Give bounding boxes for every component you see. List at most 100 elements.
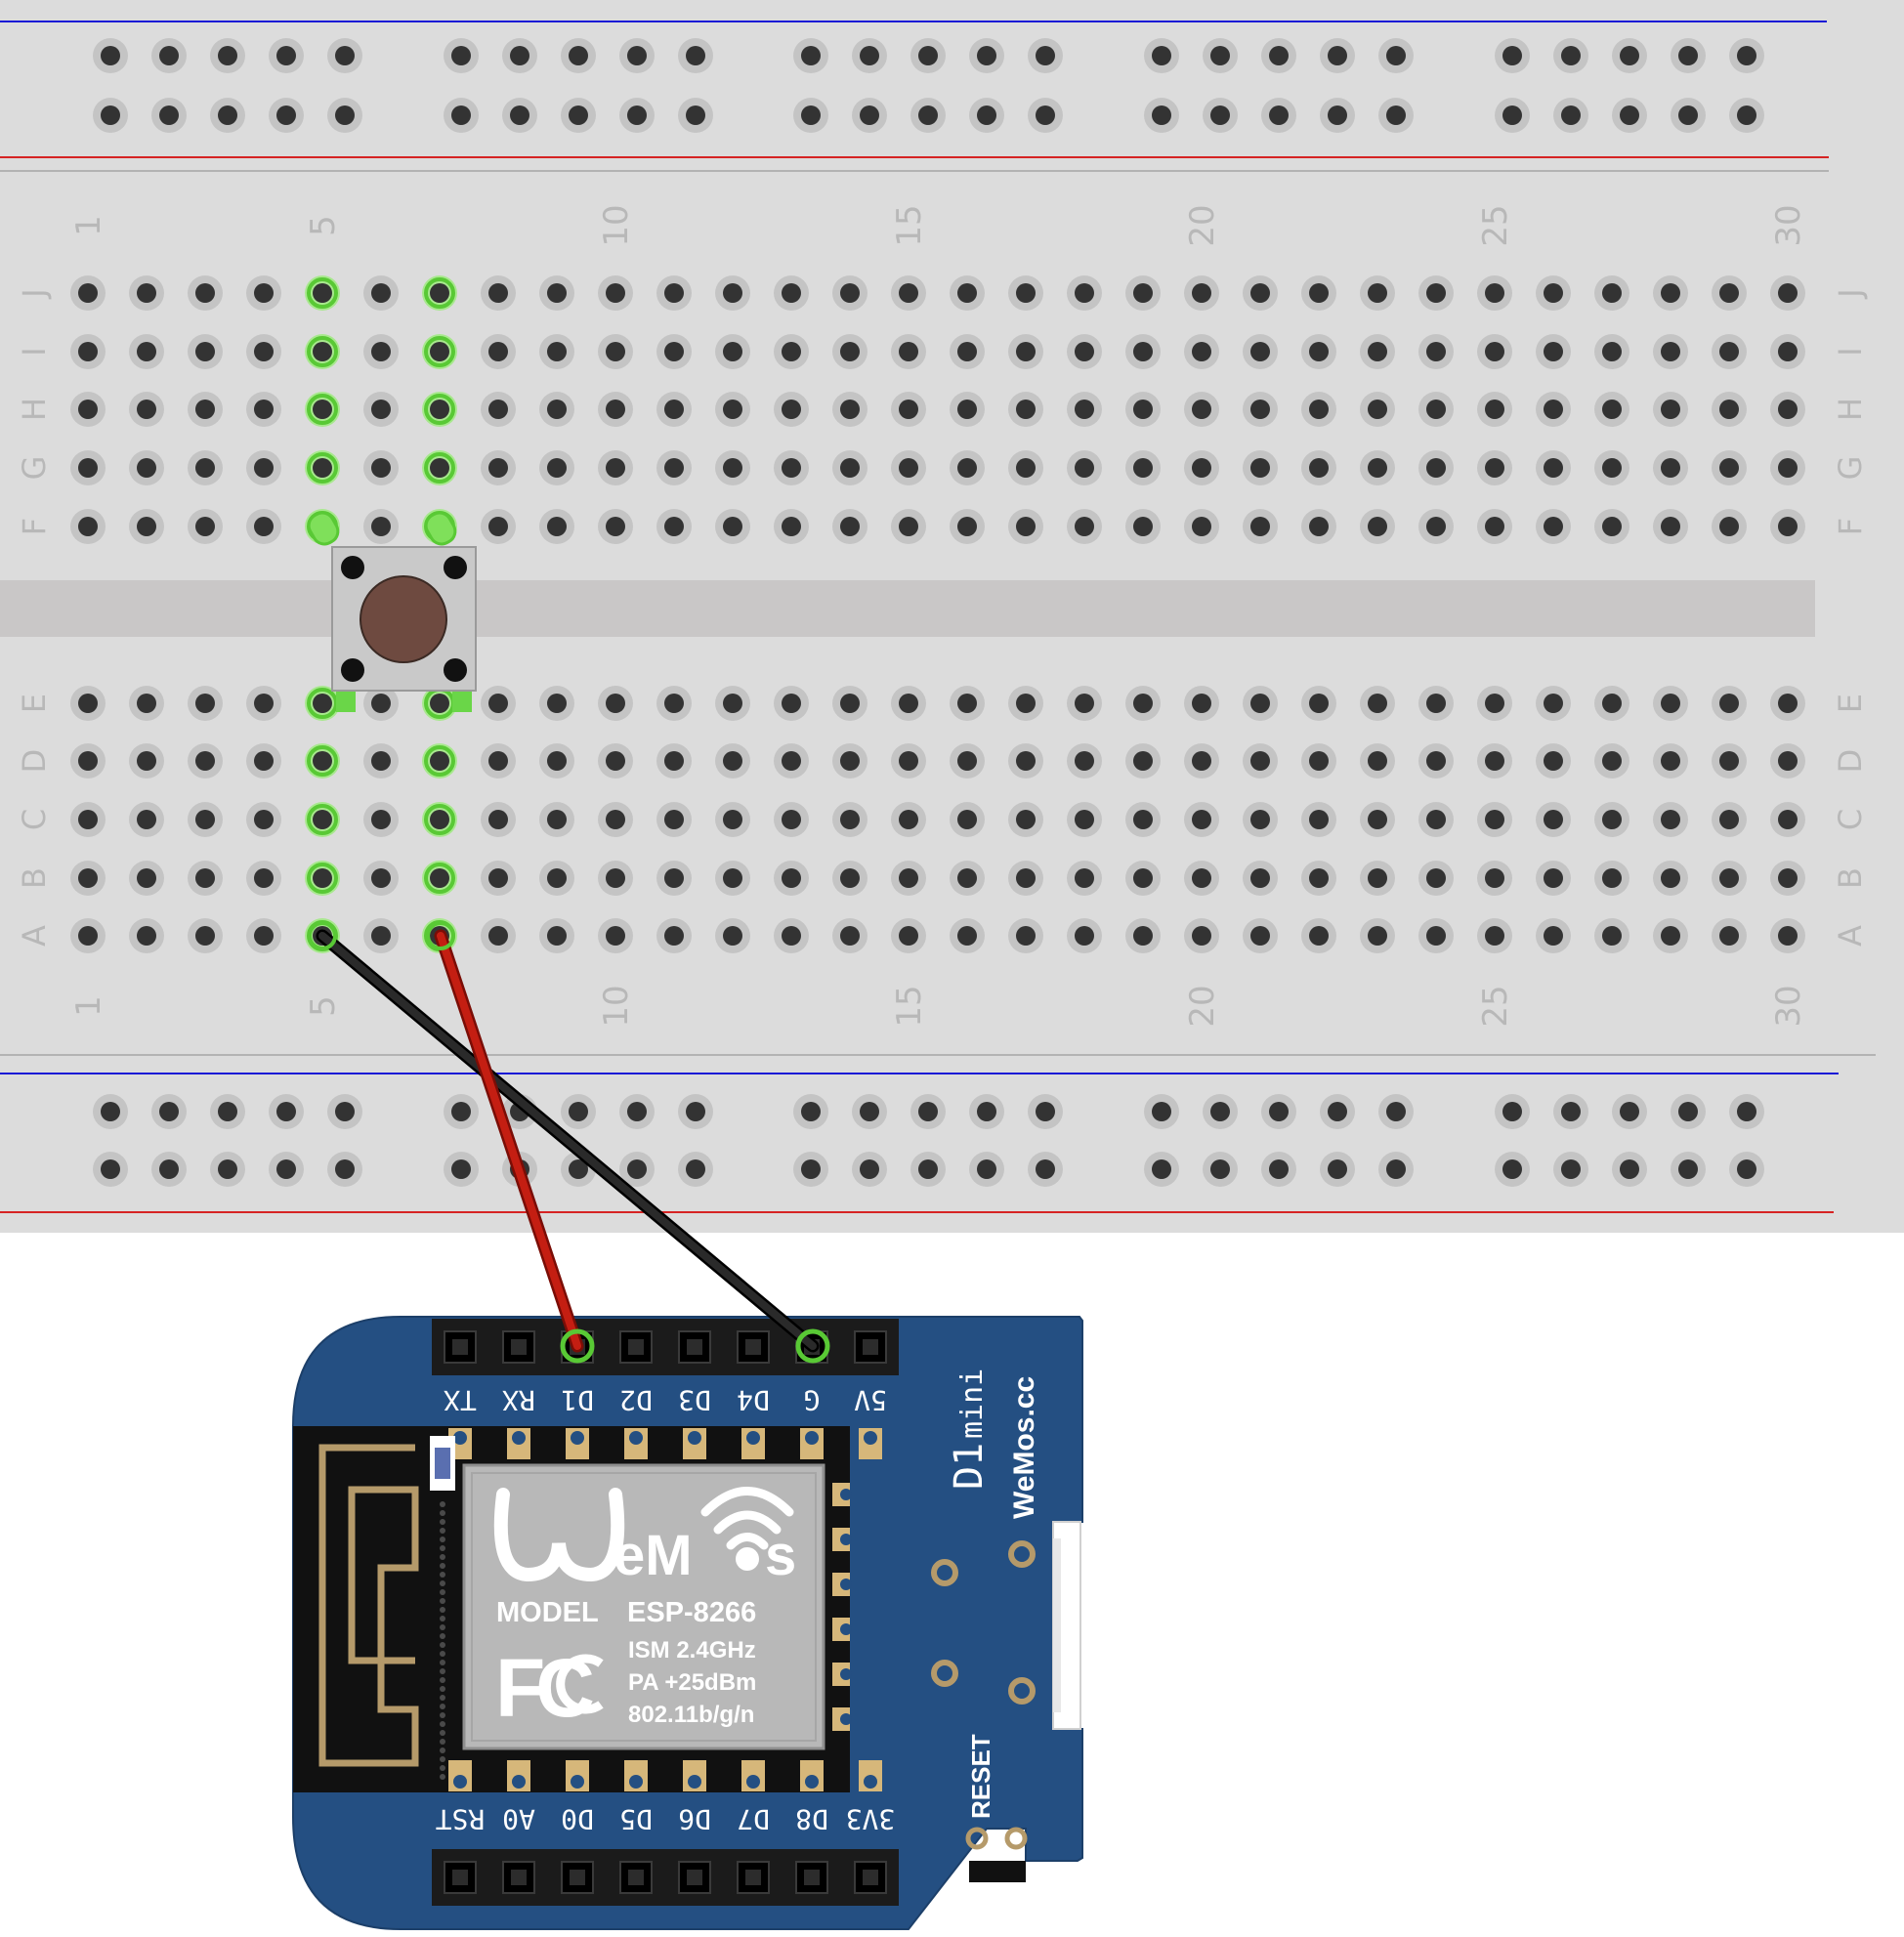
breadboard-hole[interactable] [137,810,156,829]
breadboard-hole[interactable] [977,46,996,65]
breadboard-hole[interactable] [1544,342,1563,361]
breadboard-hole[interactable] [335,105,355,125]
breadboard-hole[interactable] [1602,342,1622,361]
breadboard-hole[interactable] [488,868,508,888]
breadboard-hole[interactable] [860,1102,879,1121]
breadboard-hole[interactable] [547,400,567,419]
breadboard-hole[interactable] [1485,751,1504,771]
breadboard-hole[interactable] [1502,46,1522,65]
breadboard-hole[interactable] [686,105,705,125]
breadboard-hole[interactable] [723,751,742,771]
breadboard-hole[interactable] [1210,105,1230,125]
breadboard-hole[interactable] [1210,1159,1230,1179]
breadboard-hole[interactable] [1036,105,1055,125]
breadboard-hole[interactable] [840,868,860,888]
breadboard-hole[interactable] [1678,105,1698,125]
breadboard-hole[interactable] [371,283,391,303]
breadboard-hole[interactable] [1485,458,1504,478]
breadboard-hole[interactable] [313,810,332,829]
breadboard-hole[interactable] [1192,810,1211,829]
breadboard-hole[interactable] [101,1159,120,1179]
breadboard-hole[interactable] [451,1102,471,1121]
button-cap[interactable] [360,575,447,663]
breadboard-hole[interactable] [1502,1159,1522,1179]
breadboard-hole[interactable] [957,751,977,771]
breadboard-hole[interactable] [137,868,156,888]
breadboard-hole[interactable] [1661,400,1680,419]
breadboard-hole[interactable] [254,283,274,303]
breadboard-hole[interactable] [78,458,98,478]
breadboard-hole[interactable] [78,283,98,303]
breadboard-hole[interactable] [1133,810,1153,829]
reset-switch[interactable] [969,1861,1026,1882]
breadboard-hole[interactable] [723,400,742,419]
breadboard-hole[interactable] [606,283,625,303]
breadboard-hole[interactable] [664,400,684,419]
breadboard-hole[interactable] [218,1102,237,1121]
breadboard-hole[interactable] [1778,926,1798,946]
breadboard-hole[interactable] [1544,926,1563,946]
breadboard-hole[interactable] [430,694,449,713]
breadboard-hole[interactable] [782,458,801,478]
breadboard-hole[interactable] [488,751,508,771]
breadboard-hole[interactable] [1016,342,1036,361]
breadboard-hole[interactable] [1309,342,1329,361]
breadboard-hole[interactable] [1561,1102,1581,1121]
breadboard-hole[interactable] [1309,751,1329,771]
breadboard-hole[interactable] [137,751,156,771]
breadboard-hole[interactable] [840,751,860,771]
breadboard-hole[interactable] [1368,751,1387,771]
breadboard-hole[interactable] [1133,751,1153,771]
breadboard-hole[interactable] [1250,751,1270,771]
breadboard-hole[interactable] [801,1159,821,1179]
breadboard-hole[interactable] [1719,694,1739,713]
breadboard-hole[interactable] [547,926,567,946]
breadboard-hole[interactable] [1602,458,1622,478]
breadboard-hole[interactable] [1386,1159,1406,1179]
breadboard-hole[interactable] [1386,1102,1406,1121]
breadboard-hole[interactable] [488,342,508,361]
breadboard-hole[interactable] [101,1102,120,1121]
breadboard-hole[interactable] [627,1102,647,1121]
breadboard-hole[interactable] [1016,751,1036,771]
breadboard-hole[interactable] [1016,458,1036,478]
breadboard-hole[interactable] [137,517,156,536]
breadboard-hole[interactable] [860,1159,879,1179]
breadboard-hole[interactable] [1192,926,1211,946]
breadboard-hole[interactable] [1778,458,1798,478]
breadboard-hole[interactable] [371,458,391,478]
breadboard-hole[interactable] [957,810,977,829]
breadboard-hole[interactable] [276,46,296,65]
breadboard-hole[interactable] [606,751,625,771]
breadboard-hole[interactable] [782,810,801,829]
breadboard-hole[interactable] [1328,105,1347,125]
breadboard-hole[interactable] [430,400,449,419]
breadboard-hole[interactable] [1426,283,1446,303]
breadboard-hole[interactable] [569,1159,588,1179]
breadboard-hole[interactable] [606,517,625,536]
breadboard-hole[interactable] [1602,751,1622,771]
breadboard-hole[interactable] [137,694,156,713]
breadboard-hole[interactable] [1368,694,1387,713]
breadboard-hole[interactable] [1075,810,1094,829]
breadboard-hole[interactable] [1426,810,1446,829]
breadboard-hole[interactable] [510,105,529,125]
breadboard-hole[interactable] [137,926,156,946]
breadboard-hole[interactable] [1328,1159,1347,1179]
breadboard-hole[interactable] [1152,105,1171,125]
breadboard-hole[interactable] [313,283,332,303]
breadboard-hole[interactable] [1602,868,1622,888]
breadboard-hole[interactable] [78,810,98,829]
breadboard-hole[interactable] [899,400,918,419]
breadboard-hole[interactable] [1075,283,1094,303]
breadboard-hole[interactable] [1075,926,1094,946]
breadboard-hole[interactable] [78,926,98,946]
breadboard-hole[interactable] [1661,517,1680,536]
breadboard-hole[interactable] [1678,1159,1698,1179]
breadboard-hole[interactable] [137,458,156,478]
breadboard-hole[interactable] [78,868,98,888]
breadboard-hole[interactable] [1386,105,1406,125]
breadboard-hole[interactable] [664,517,684,536]
breadboard-hole[interactable] [1544,458,1563,478]
breadboard-hole[interactable] [1620,1159,1639,1179]
